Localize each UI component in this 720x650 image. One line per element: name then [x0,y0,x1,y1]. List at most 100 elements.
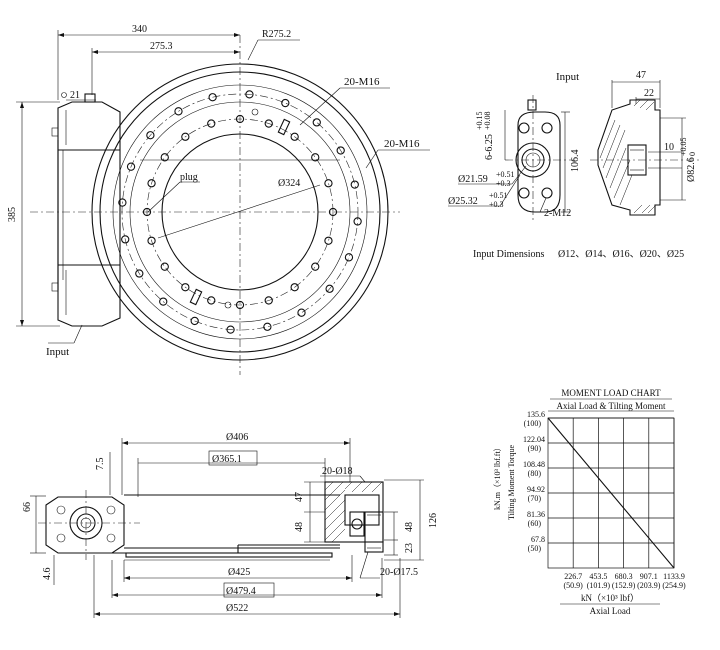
dim-d522: Ø522 [226,603,248,614]
dim-d406: Ø406 [226,432,248,443]
outer-bolt-hole [297,308,306,317]
dim-48-side-b: 48 [404,522,415,532]
chart-y-tick-label: 108.48 [523,460,545,469]
outer-bolt-hole [174,107,183,116]
inner-bolt-hole [264,119,273,128]
inner-bolt-hole [147,236,156,245]
dim-d324: Ø324 [278,178,300,189]
dim-106: 106.4 [570,150,581,173]
chart-x-tick-label: 1133.9 [663,572,685,581]
outer-bolt-hole [353,217,362,226]
dim-o21: 21 [70,90,80,101]
inner-bolt-hole [264,296,273,305]
label-m16-right: 20-M16 [384,138,420,150]
dim-d2532: Ø25.32 [448,196,478,207]
chart-x-tick-sub: (50.9) [564,581,584,590]
chart-y-tick-sub: (100) [524,419,542,428]
dim-d2532-dn: +0.3 [489,200,504,209]
chart-title: MOMENT LOAD CHART [561,388,661,398]
chart-y-tick-sub: (70) [528,494,542,503]
plug-mark [277,118,291,136]
outer-bolt-hole [245,90,254,99]
dim-126: 126 [428,513,439,528]
label-plug: plug [180,172,198,183]
side-hatch [324,481,383,543]
dim-d2159-dn: +0.3 [496,179,511,188]
chart-x-tick-sub: (254.9) [662,581,686,590]
dim-47: 47 [636,70,646,81]
dim-47-side: 47 [294,492,305,502]
dim-d2532-up: +0.51 [489,191,508,200]
inner-bolt-hole [207,296,216,305]
dim-385: 385 [7,207,18,222]
chart-grid [547,417,675,569]
chart-x-tick-label: 453.5 [589,572,607,581]
dim-d826-up: +0.05 [679,137,688,156]
dim-275: 275.3 [150,41,173,52]
outer-bolt-hole [190,316,199,326]
dim-m12: 2-M12 [544,208,571,219]
outer-bolt-hole [312,118,321,127]
outer-bolt-holes [118,90,362,334]
inner-bolt-hole [207,119,216,128]
inner-bolt-hole [147,179,156,188]
outer-bolt-hole [344,253,354,262]
chart-x-tick-label: 907.1 [640,572,658,581]
dim-340: 340 [132,24,147,35]
front-view: Ø324 340 275.3 R275.2 20-M16 20-M16 21 p… [7,24,430,375]
input-dims-label: Input Dimensions [473,249,544,260]
label-m16-top: 20-M16 [344,76,380,88]
hatch-section [599,99,656,214]
inner-bolt-hole [181,283,190,292]
dim-d2159: Ø21.59 [458,174,488,185]
outer-bolt-hole [325,284,334,293]
outer-bolt-hole [350,180,359,189]
chart-subtitle: Axial Load & Tilting Moment [556,401,666,411]
chart-y-tick-sub: (90) [528,444,542,453]
moment-load-chart: MOMENT LOAD CHART Axial Load & Tilting M… [493,388,686,616]
input-title: Input [556,71,579,83]
chart-x-ticks: 226.7(50.9)453.5(101.9)680.3(152.9)907.1… [564,572,686,590]
outer-bolt-hole [135,269,144,278]
outer-bolt-hole [263,322,272,331]
chart-y-tick-sub: (50) [528,544,542,553]
chart-series [547,417,675,569]
dim-66: 66 [22,502,33,512]
inner-bolt-hole [160,262,169,271]
inner-bolt-hole [311,153,320,162]
dim-d826-dn: 0 [688,152,697,156]
dim-d3651: Ø365.1 [212,454,242,465]
chart-y-tick-label: 94.92 [527,485,545,494]
chart-ylabel-unit: kN.m（×10³ lbf.ft） [493,443,502,510]
outer-bolt-hole [121,235,130,244]
chart-x-tick-sub: (101.9) [587,581,611,590]
outer-bolt-hole [126,162,136,171]
dim-75: 7.5 [95,458,106,471]
inner-bolt-hole [311,262,320,271]
inner-bolt-hole [290,132,299,141]
outer-bolt-hole [208,93,217,102]
inner-bolt-hole [160,153,169,162]
chart-series-line [547,417,675,569]
chart-x-tick-label: 680.3 [615,572,633,581]
inner-bolt-hole [324,179,333,188]
dim-d2159-up: +0.51 [496,170,515,179]
inner-bolt-hole [324,236,333,245]
chart-xlabel: Axial Load [590,606,631,616]
dim-625: 6-6.25 [484,134,495,160]
chart-y-tick-label: 81.36 [527,510,545,519]
chart-y-tick-label: 135.6 [527,410,545,419]
inner-bolt-hole [290,283,299,292]
chart-xlabel-unit: kN（×10³ lbf） [581,593,639,603]
dim-d425: Ø425 [228,567,250,578]
inner-bolt-hole [181,132,190,141]
chart-x-tick-sub: (152.9) [612,581,636,590]
chart-y-tick-sub: (80) [528,469,542,478]
chart-y-tick-label: 122.04 [523,435,545,444]
input-view: Input 106.4 6-6.25 +0.15 +0.08 Ø21.59 +0… [448,70,700,260]
outer-bolt-hole [146,131,155,140]
dim-d175: 20-Ø17.5 [380,567,418,578]
dim-r275: R275.2 [262,29,291,40]
chart-y-ticks: 135.6(100) 122.04(90) 108.48(80) 94.92(70) 8… [523,410,545,553]
dim-625-dn: +0.08 [483,111,492,130]
